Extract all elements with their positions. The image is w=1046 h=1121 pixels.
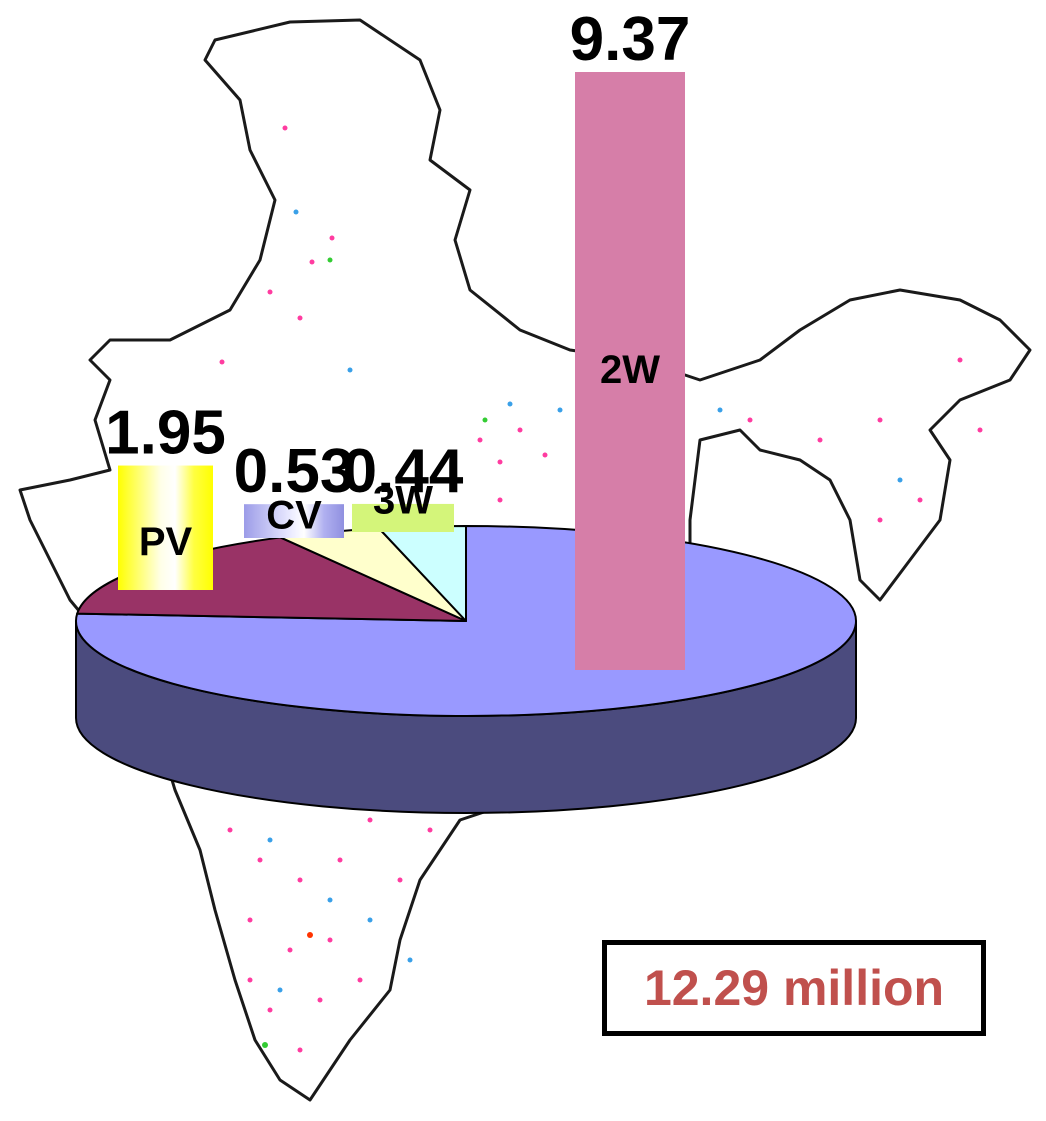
total-label: 12.29 million: [643, 960, 945, 1016]
bar-pv: [118, 465, 213, 590]
total-box: 12.29 million: [602, 940, 986, 1036]
bar-label-pv: PV: [139, 520, 193, 564]
bar-label-2w: 2W: [600, 348, 660, 392]
bar-label-3w: 3W: [373, 479, 433, 523]
value-label-cv: 0.53: [234, 437, 355, 506]
bar-2w: [575, 72, 685, 670]
value-label-pv: 1.95: [105, 399, 226, 468]
value-label-2w: 9.37: [570, 5, 691, 74]
value-label-3w: 0.44: [343, 437, 464, 506]
bar-label-cv: CV: [266, 494, 322, 538]
bar-3w: [352, 503, 454, 532]
bar-cv: [244, 504, 344, 538]
